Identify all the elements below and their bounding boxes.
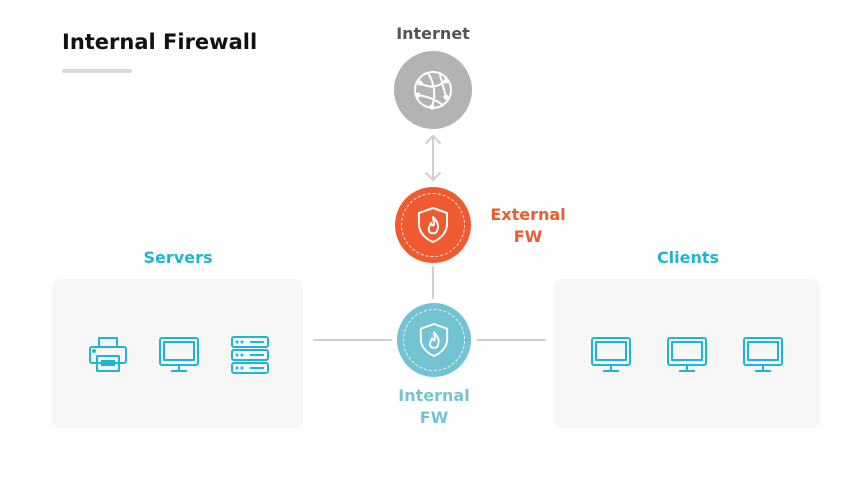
arrowhead-up xyxy=(425,134,441,144)
external-firewall-label: External FW xyxy=(480,204,576,248)
dashed-ring xyxy=(403,309,465,371)
page-title: Internal Firewall xyxy=(62,30,258,54)
servers-panel xyxy=(52,279,303,428)
internal-firewall-node[interactable] xyxy=(397,303,471,377)
globe-network-icon xyxy=(414,71,452,110)
external-fw-label-line1: External xyxy=(490,205,566,224)
monitor-icon[interactable] xyxy=(742,336,784,374)
title-underline xyxy=(62,69,132,73)
internet-node[interactable] xyxy=(394,51,472,129)
clients-panel xyxy=(554,279,820,428)
dashed-ring xyxy=(401,193,465,257)
monitor-icon[interactable] xyxy=(158,336,200,374)
monitor-icon[interactable] xyxy=(590,336,632,374)
internal-fw-label-line1: Internal xyxy=(398,386,470,405)
clients-label: Clients xyxy=(656,248,720,267)
internal-firewall-label: Internal FW xyxy=(384,385,484,429)
internet-label: Internet xyxy=(396,24,470,43)
external-fw-label-line2: FW xyxy=(513,227,543,246)
internal-fw-label-line2: FW xyxy=(419,408,449,427)
server-rack-icon[interactable] xyxy=(230,335,270,375)
printer-icon[interactable] xyxy=(88,336,128,374)
external-firewall-node[interactable] xyxy=(395,187,471,263)
arrowhead-down xyxy=(425,172,441,182)
monitor-icon[interactable] xyxy=(666,336,708,374)
servers-label: Servers xyxy=(143,248,213,267)
